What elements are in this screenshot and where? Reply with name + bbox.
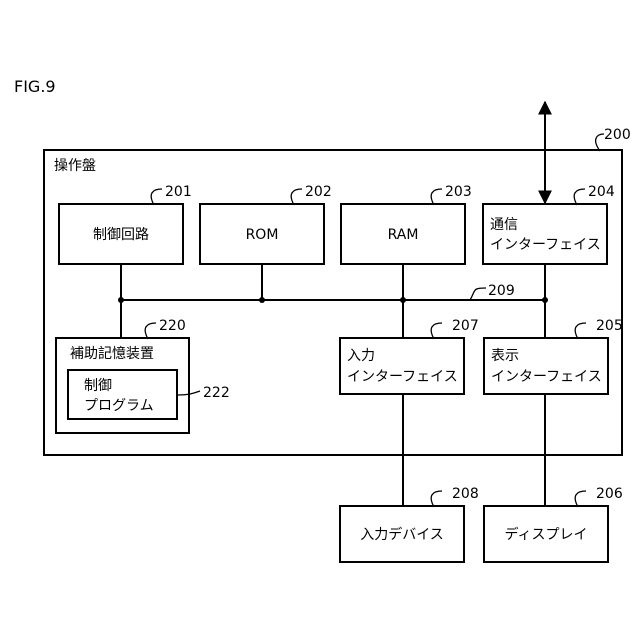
aux-storage-label: 補助記憶装置 [70,345,154,362]
display-ref-leader [575,491,586,507]
input-device-ref: 208 [452,486,479,502]
display-interface-ref: 205 [596,318,623,334]
control-program-label-line1: 制御 [84,378,112,394]
operation-panel-title: 操作盤 [54,158,96,174]
figure-label: FIG.9 [14,77,56,96]
input-interface-label-line1: 入力 [347,348,375,364]
aux-storage-ref: 220 [159,318,186,334]
bus-ref: 209 [488,283,515,299]
rom-ref: 202 [305,184,332,200]
bus-node [118,297,124,303]
bus-node [400,297,406,303]
control-circuit-ref: 201 [165,184,192,200]
comm-interface-ref: 204 [588,184,615,200]
bus-node [542,297,548,303]
display-label: ディスプレイ [504,526,587,543]
panel-ref-leader [596,134,604,151]
ram-ref: 203 [445,184,472,200]
display-interface-block [484,338,608,394]
display-interface-label-line2: インターフェイス [491,369,602,385]
rom-label: ROM [246,227,279,243]
ram-label: RAM [388,227,419,243]
input-device-ref-leader [431,491,442,507]
comm-interface-block [483,204,607,264]
input-interface-label-line2: インターフェイス [347,369,458,385]
input-interface-block [340,338,464,394]
comm-interface-label-line2: インターフェイス [490,237,601,253]
control-circuit-label: 制御回路 [93,227,149,243]
bus-node [259,297,265,303]
control-program-ref: 222 [203,385,230,401]
comm-interface-label-line1: 通信 [490,217,518,233]
display-ref: 206 [596,486,623,502]
control-program-label-line2: プログラム [84,398,154,414]
panel-ref: 200 [604,127,631,143]
display-interface-label-line1: 表示 [491,348,519,364]
input-device-label: 入力デバイス [360,526,444,543]
input-interface-ref: 207 [452,318,479,334]
